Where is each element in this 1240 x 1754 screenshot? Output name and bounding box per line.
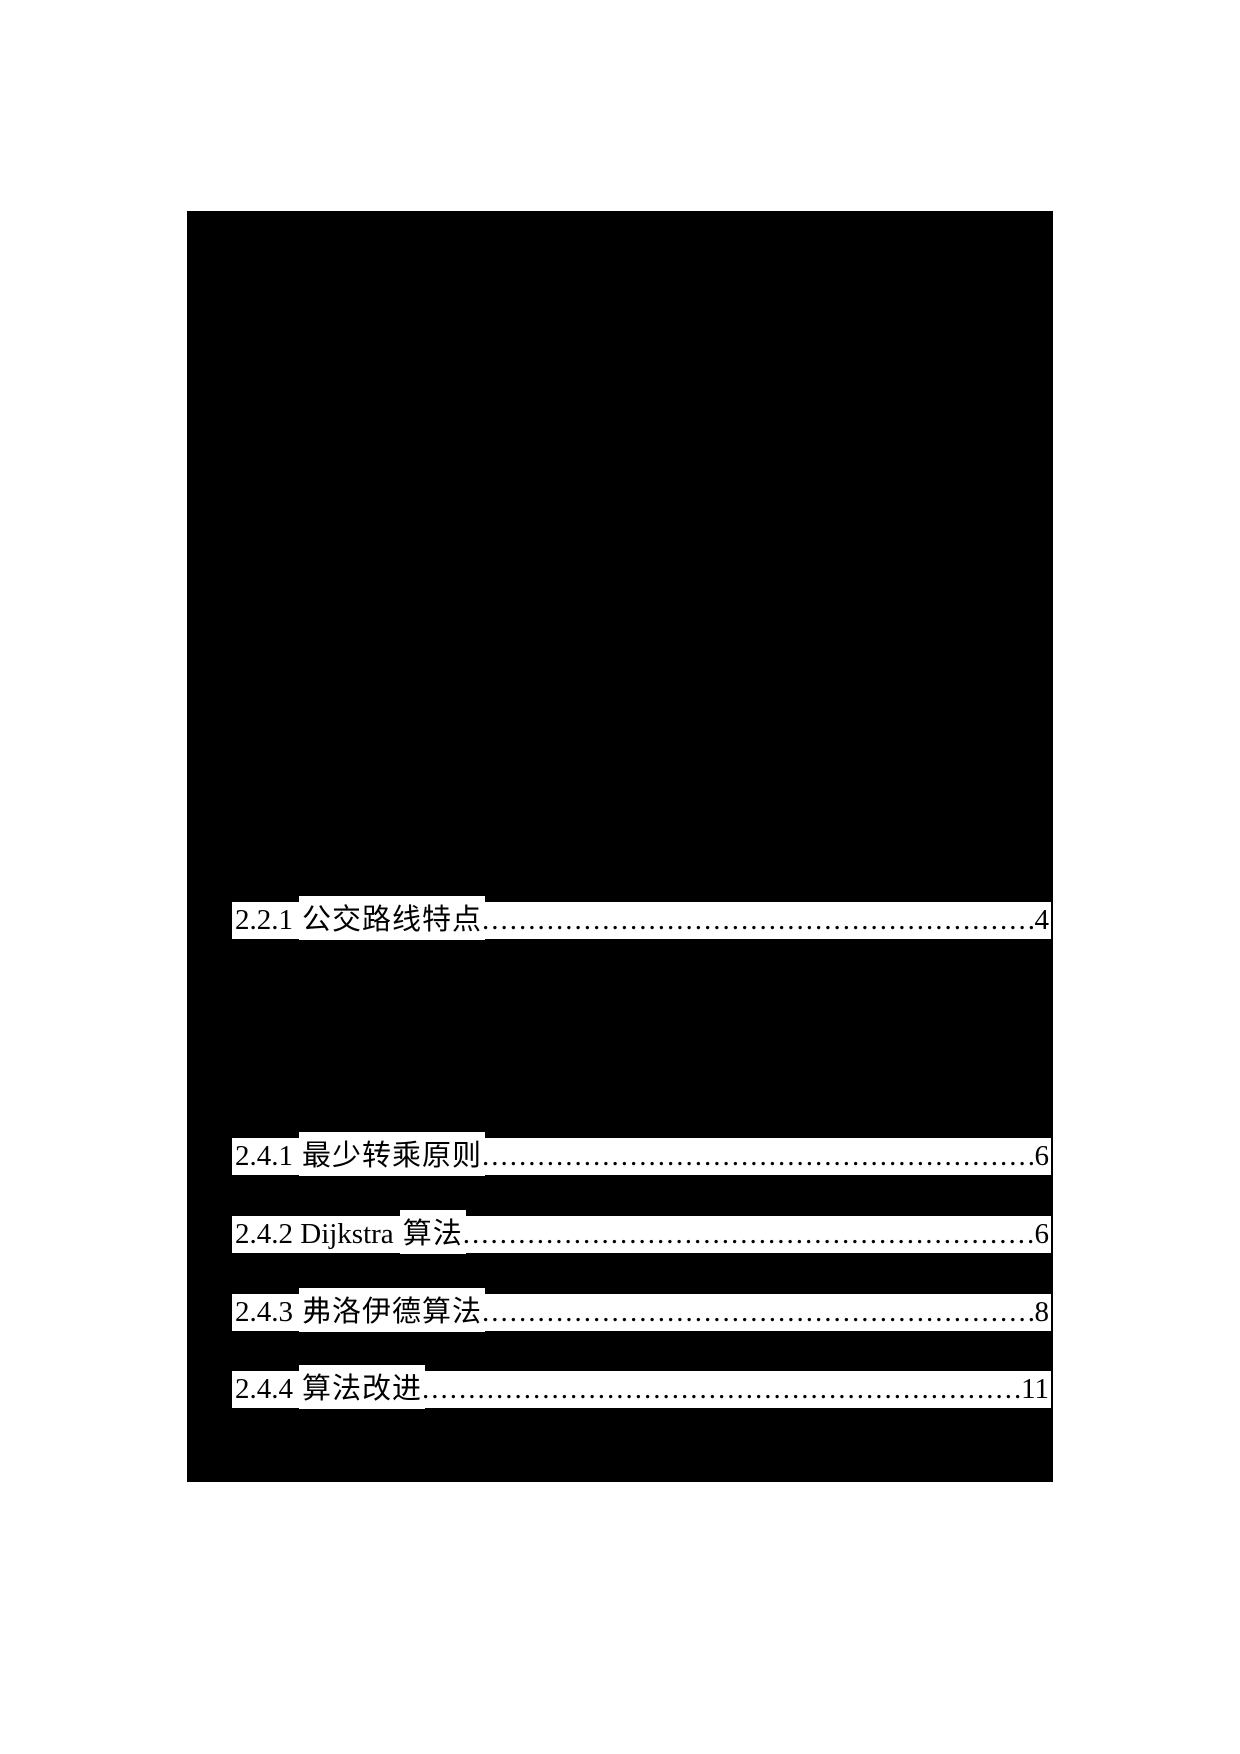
toc-entry-number: 2.4.1 <box>235 1140 293 1172</box>
toc-entry-title: 算法改进 <box>298 1365 426 1409</box>
toc-entry-2-4-3[interactable]: 2.4.3 弗洛伊德算法 ...........................… <box>232 1288 1051 1332</box>
toc-entry-number: 2.2.1 <box>235 904 293 936</box>
toc-dot-leader: ........................................… <box>482 1296 1033 1328</box>
toc-entry-title: 算法 <box>399 1210 466 1254</box>
toc-entry-number: 2.4.4 <box>235 1373 293 1405</box>
toc-dot-leader: ........................................… <box>462 1218 1034 1250</box>
toc-dot-leader: ........................................… <box>482 1140 1033 1172</box>
redacted-content-block <box>187 211 1053 1482</box>
toc-entry-number: 2.4.3 <box>235 1296 293 1328</box>
toc-page-number: 6 <box>1034 1218 1050 1250</box>
toc-page-number: 8 <box>1034 1296 1050 1328</box>
toc-page-number: 4 <box>1034 904 1050 936</box>
toc-entry-2-4-2[interactable]: 2.4.2 Dijkstra 算法 ......................… <box>232 1210 1051 1254</box>
toc-page-number: 6 <box>1034 1140 1050 1172</box>
toc-page-number: 11 <box>1021 1373 1049 1405</box>
toc-entry-title: 弗洛伊德算法 <box>298 1288 486 1332</box>
toc-entry-title: 公交路线特点 <box>298 896 486 940</box>
toc-entry-number: 2.4.2 Dijkstra <box>235 1218 394 1250</box>
toc-dot-leader: ........................................… <box>482 904 1033 936</box>
toc-entry-2-4-4[interactable]: 2.4.4 算法改进 .............................… <box>232 1365 1051 1409</box>
toc-entry-2-2-1[interactable]: 2.2.1 公交路线特点 ...........................… <box>232 896 1051 940</box>
toc-entry-2-4-1[interactable]: 2.4.1 最少转乘原则 ...........................… <box>232 1132 1051 1176</box>
toc-entry-title: 最少转乘原则 <box>298 1132 486 1176</box>
toc-dot-leader: ........................................… <box>422 1373 1020 1405</box>
